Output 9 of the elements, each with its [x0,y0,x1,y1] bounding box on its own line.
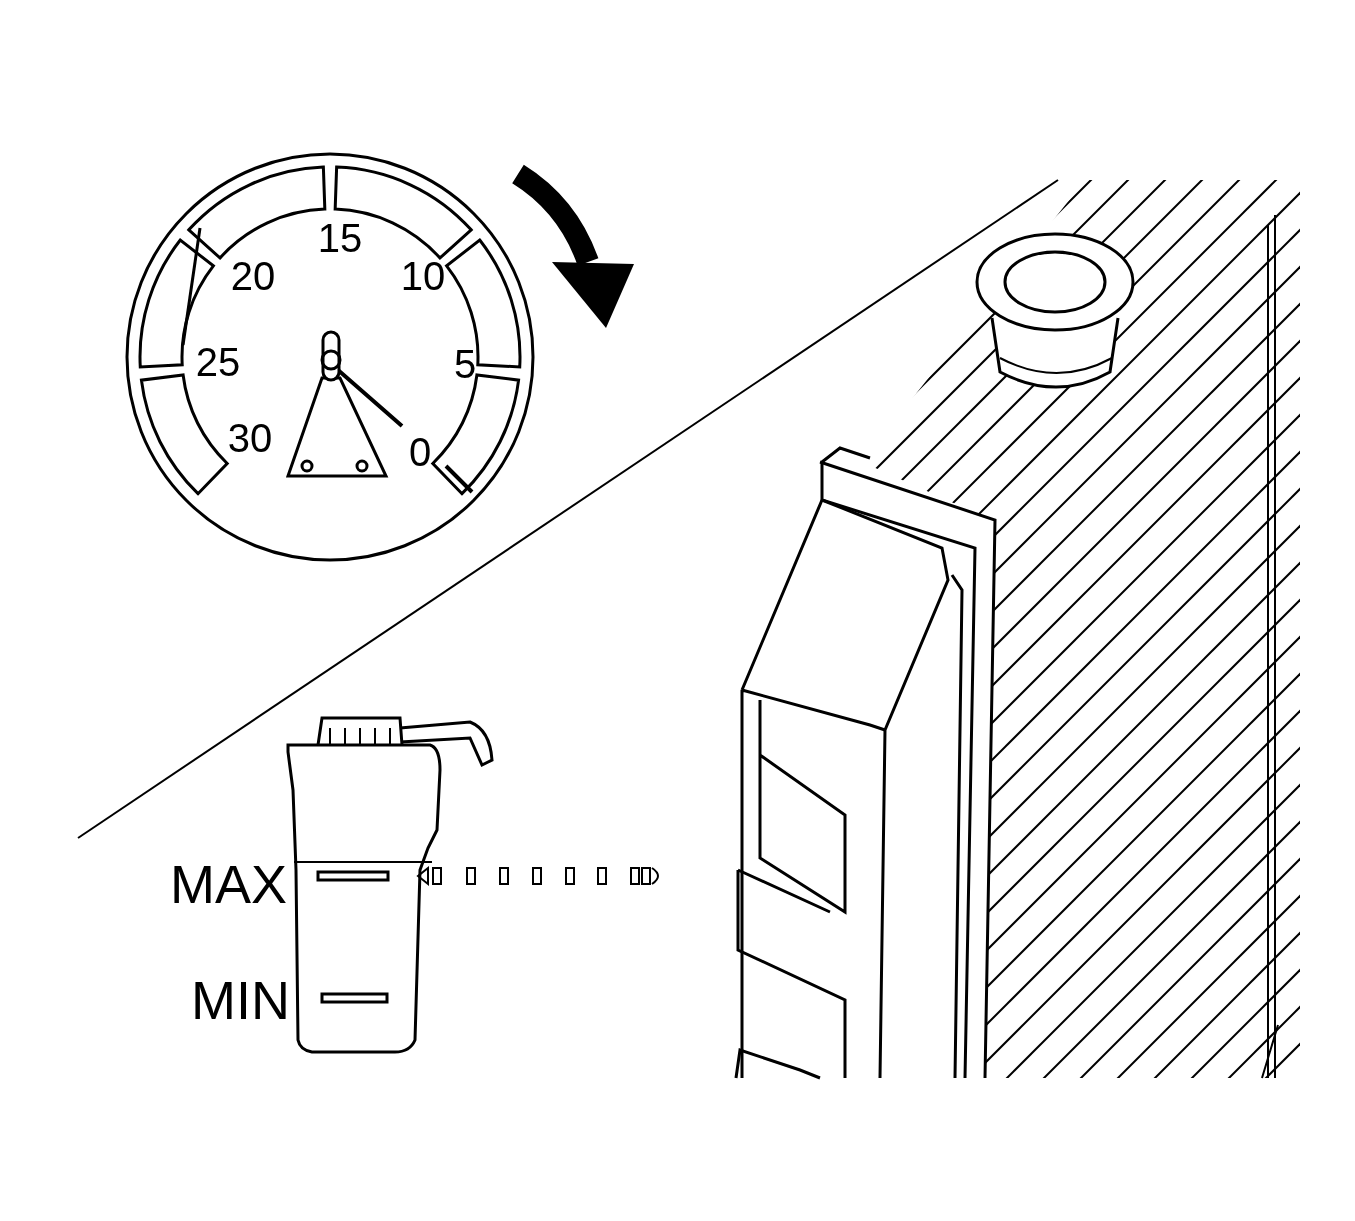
gauge-number: 5 [453,344,477,384]
gauge-number: 10 [400,256,446,296]
gauge-number: 30 [227,418,273,458]
level-mark-label: MIN [191,973,290,1027]
gauge-number: 25 [195,342,241,382]
level-mark-label: MAX [169,857,287,911]
gauge-number: 20 [230,256,276,296]
gauge-number: 0 [408,432,432,472]
gauge-number: 15 [317,218,363,258]
